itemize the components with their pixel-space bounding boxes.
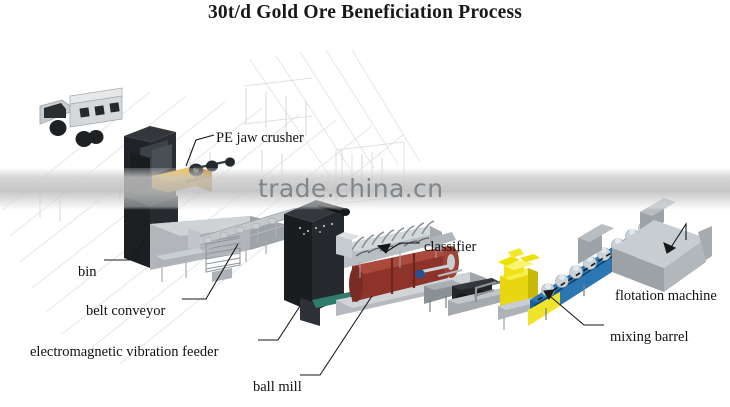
label-flotation-machine: flotation machine: [615, 288, 717, 304]
leader-em-feeder: [258, 305, 301, 341]
leader-classifier: [385, 242, 420, 253]
label-ball-mill: ball mill: [253, 379, 302, 395]
electromagnetic-vibration-feeder-icon: [156, 248, 206, 268]
label-pe-jaw-crusher: PE jaw crusher: [216, 130, 304, 146]
leader-pe-jaw-crusher: [185, 134, 215, 167]
label-mixing-barrel: mixing barrel: [610, 329, 689, 345]
dump-truck-icon: [39, 87, 123, 147]
label-electromagnetic-vibration-feeder: electromagnetic vibration feeder: [30, 344, 219, 360]
mixing-barrel-icon: [473, 248, 548, 330]
leader-bin: [104, 237, 147, 261]
leader-ball-mill: [300, 295, 373, 376]
ball-mill-icon: [349, 246, 463, 312]
discharge-chute-icon: [612, 220, 712, 292]
black-silo-icon: [284, 200, 354, 326]
label-bin: bin: [78, 264, 97, 280]
page-title: 30t/d Gold Ore Beneficiation Process: [207, 2, 523, 23]
leader-mixing-barrel: [544, 291, 604, 326]
leader-belt-conveyor: [182, 243, 239, 300]
label-classifier: classifier: [424, 239, 477, 255]
label-belt-conveyor: belt conveyor: [86, 303, 166, 319]
leader-flotation: [667, 222, 687, 253]
